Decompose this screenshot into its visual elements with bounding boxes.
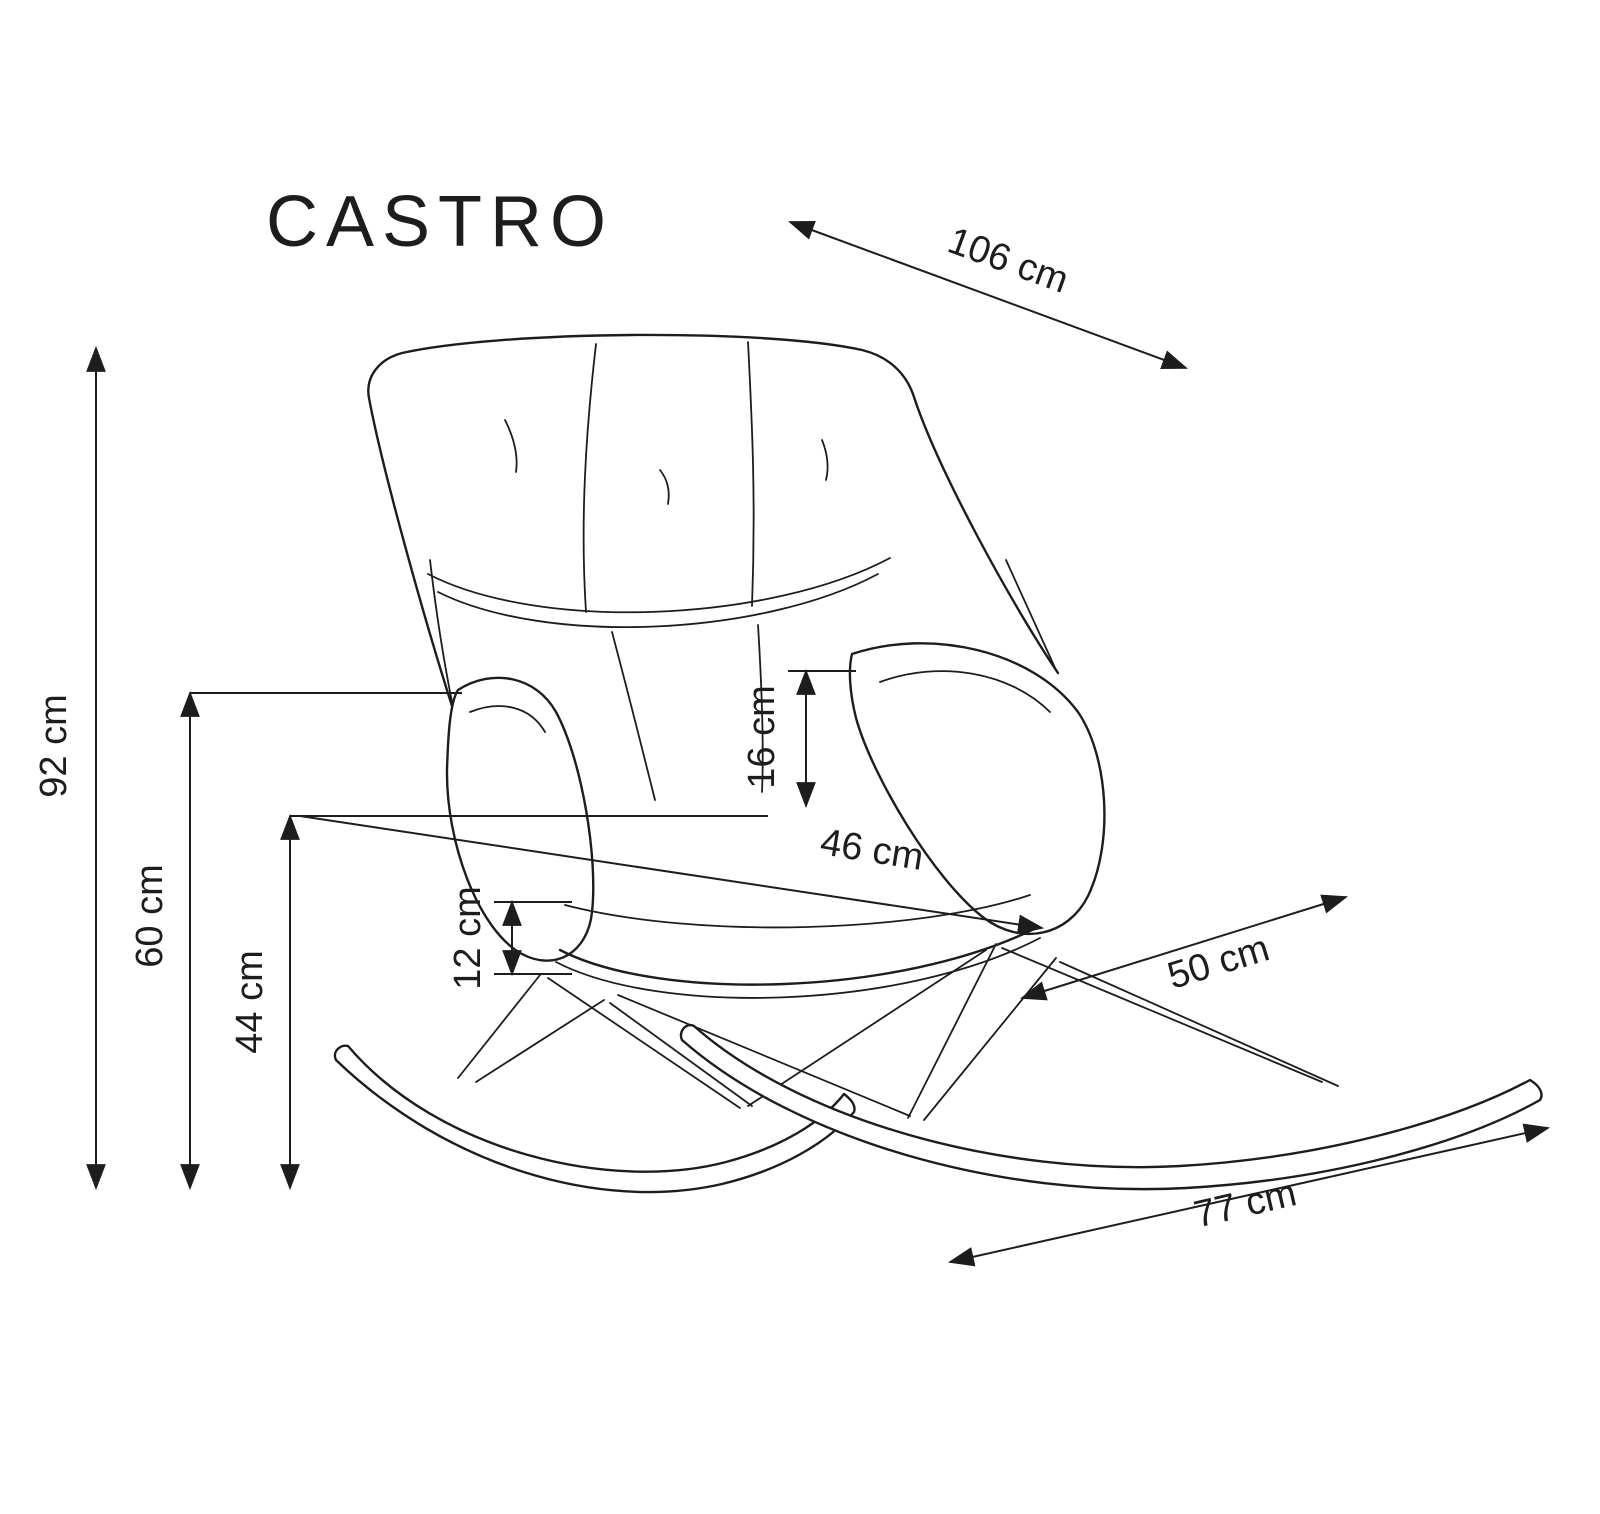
dimension-label-60cm: 60 cm — [129, 864, 171, 967]
chair-illustration — [333, 333, 1543, 1194]
dimension-seat-to-armrest: 12 cm — [447, 886, 572, 990]
dimension-label-16cm: 16 cm — [741, 685, 783, 788]
chair-lowerback-creases — [429, 559, 1057, 801]
chair-right-armrest — [848, 642, 1106, 935]
chair-left-armrest — [445, 676, 595, 962]
dimension-overall-height: 92 cm — [33, 345, 106, 1191]
dimension-armrest-thickness: 16 cm — [741, 668, 856, 809]
dimension-seat-width: 46 cm — [299, 815, 1045, 935]
chair-headrest-seam — [427, 557, 891, 614]
chair-right-armrest-crease — [879, 670, 1051, 713]
dimension-label-44cm: 44 cm — [229, 950, 271, 1053]
dimension-base-length: 77 cm — [947, 1123, 1551, 1267]
chair-right-rocker — [679, 1023, 1543, 1191]
dimension-seat-depth: 50 cm — [1020, 894, 1348, 1001]
dimension-overall-depth: 106 cm — [788, 220, 1188, 369]
dimension-armrest-height: 60 cm — [129, 690, 462, 1191]
dimension-label-12cm: 12 cm — [447, 886, 489, 989]
dimension-label-50cm: 50 cm — [1163, 927, 1274, 997]
product-title: CASTRO — [266, 182, 614, 262]
chair-seat — [555, 894, 1041, 999]
chair-left-armrest-crease — [469, 705, 546, 733]
dimension-label-106cm: 106 cm — [942, 220, 1073, 302]
chair-backrest-outline — [367, 333, 1060, 708]
chair-left-rocker — [333, 1044, 856, 1194]
dimension-seat-height: 44 cm — [229, 813, 768, 1191]
chair-headrest-tufting — [504, 341, 829, 613]
dimension-label-92cm: 92 cm — [33, 694, 75, 797]
chair-headrest-seam-echo — [437, 573, 879, 628]
